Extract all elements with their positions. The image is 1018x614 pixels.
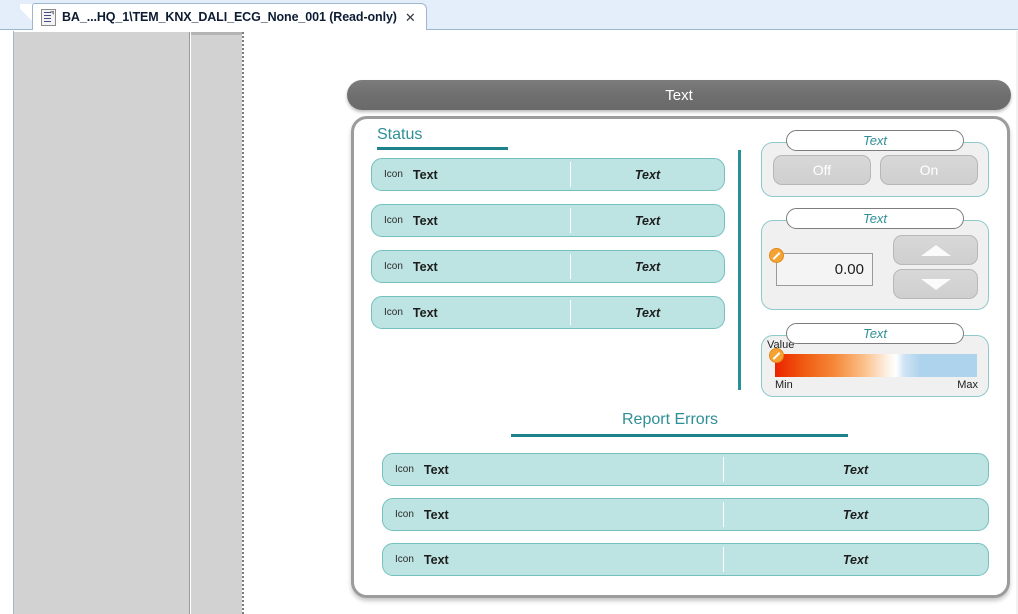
row-value: Text bbox=[634, 168, 661, 182]
value-input[interactable]: 0.00 bbox=[776, 253, 873, 286]
row-value: Text bbox=[842, 463, 869, 477]
table-row[interactable]: Icon Text Text bbox=[382, 498, 989, 531]
row-divider bbox=[570, 162, 571, 187]
pane-splitter[interactable] bbox=[242, 32, 244, 614]
tab-label: BA_...HQ_1\TEM_KNX_DALI_ECG_None_001 (Re… bbox=[62, 10, 397, 24]
document-tab[interactable]: BA_...HQ_1\TEM_KNX_DALI_ECG_None_001 (Re… bbox=[32, 3, 427, 30]
row-divider bbox=[723, 502, 724, 527]
switch-group: Off On bbox=[761, 142, 989, 197]
decrement-button[interactable] bbox=[893, 269, 978, 299]
row-icon-label: Icon bbox=[384, 169, 403, 180]
row-divider bbox=[723, 547, 724, 572]
row-name: Text bbox=[412, 167, 438, 182]
row-name: Text bbox=[412, 259, 438, 274]
report-errors-heading: Report Errors bbox=[622, 411, 719, 428]
min-label: Min bbox=[775, 379, 793, 391]
on-button-label: On bbox=[919, 162, 939, 178]
row-icon-label: Icon bbox=[384, 261, 403, 272]
off-button-label: Off bbox=[812, 162, 832, 178]
row-value: Text bbox=[634, 214, 661, 228]
left-pane[interactable] bbox=[14, 32, 190, 614]
table-row[interactable]: Icon Text Text bbox=[382, 453, 989, 486]
secondary-pane-top-edge bbox=[191, 32, 242, 35]
row-name: Text bbox=[423, 552, 449, 567]
gradient-group-label: Text bbox=[786, 323, 964, 344]
gradient-group: Value Min Max bbox=[761, 335, 989, 397]
spinner-group-label: Text bbox=[786, 208, 964, 229]
row-icon-label: Icon bbox=[395, 509, 414, 520]
gradient-group-label-text: Text bbox=[862, 326, 888, 341]
row-divider bbox=[723, 457, 724, 482]
row-name: Text bbox=[412, 213, 438, 228]
off-button[interactable]: Off bbox=[773, 155, 871, 185]
panel-header-bar: Text bbox=[347, 80, 1011, 110]
switch-group-label-text: Text bbox=[862, 133, 888, 148]
max-label: Max bbox=[957, 379, 978, 391]
row-icon-label: Icon bbox=[384, 215, 403, 226]
row-value: Text bbox=[634, 306, 661, 320]
triangle-up-icon bbox=[920, 244, 951, 256]
table-row[interactable]: Icon Text Text bbox=[371, 296, 725, 329]
triangle-down-icon bbox=[920, 278, 951, 290]
row-icon-label: Icon bbox=[384, 307, 403, 318]
row-value: Text bbox=[634, 260, 661, 274]
table-row[interactable]: Icon Text Text bbox=[371, 204, 725, 237]
table-row[interactable]: Icon Text Text bbox=[371, 250, 725, 283]
increment-button[interactable] bbox=[893, 235, 978, 265]
table-row[interactable]: Icon Text Text bbox=[371, 158, 725, 191]
close-icon[interactable]: ✕ bbox=[404, 9, 416, 25]
no-entry-icon bbox=[769, 348, 784, 363]
table-row[interactable]: Icon Text Text bbox=[382, 543, 989, 576]
row-divider bbox=[570, 208, 571, 233]
row-value: Text bbox=[842, 553, 869, 567]
row-value: Text bbox=[842, 508, 869, 522]
switch-group-label: Text bbox=[786, 130, 964, 151]
on-button[interactable]: On bbox=[880, 155, 978, 185]
document-icon bbox=[41, 8, 56, 26]
no-entry-icon bbox=[769, 248, 784, 263]
row-divider bbox=[570, 300, 571, 325]
right-edge-sliver bbox=[1016, 31, 1018, 614]
status-heading-rule bbox=[377, 147, 508, 150]
row-name: Text bbox=[412, 305, 438, 320]
row-icon-label: Icon bbox=[395, 554, 414, 565]
row-name: Text bbox=[423, 507, 449, 522]
section-divider bbox=[738, 150, 741, 390]
spinner-group-label-text: Text bbox=[862, 211, 888, 226]
spinner-group: 0.00 bbox=[761, 220, 989, 310]
secondary-pane[interactable] bbox=[191, 32, 242, 614]
row-icon-label: Icon bbox=[395, 464, 414, 475]
report-errors-rule bbox=[511, 434, 848, 437]
status-heading: Status bbox=[377, 126, 423, 143]
panel-title: Text bbox=[665, 86, 693, 104]
row-name: Text bbox=[423, 462, 449, 477]
row-divider bbox=[570, 254, 571, 279]
tab-strip: BA_...HQ_1\TEM_KNX_DALI_ECG_None_001 (Re… bbox=[0, 0, 1018, 30]
value-gradient-slider[interactable] bbox=[775, 354, 977, 377]
